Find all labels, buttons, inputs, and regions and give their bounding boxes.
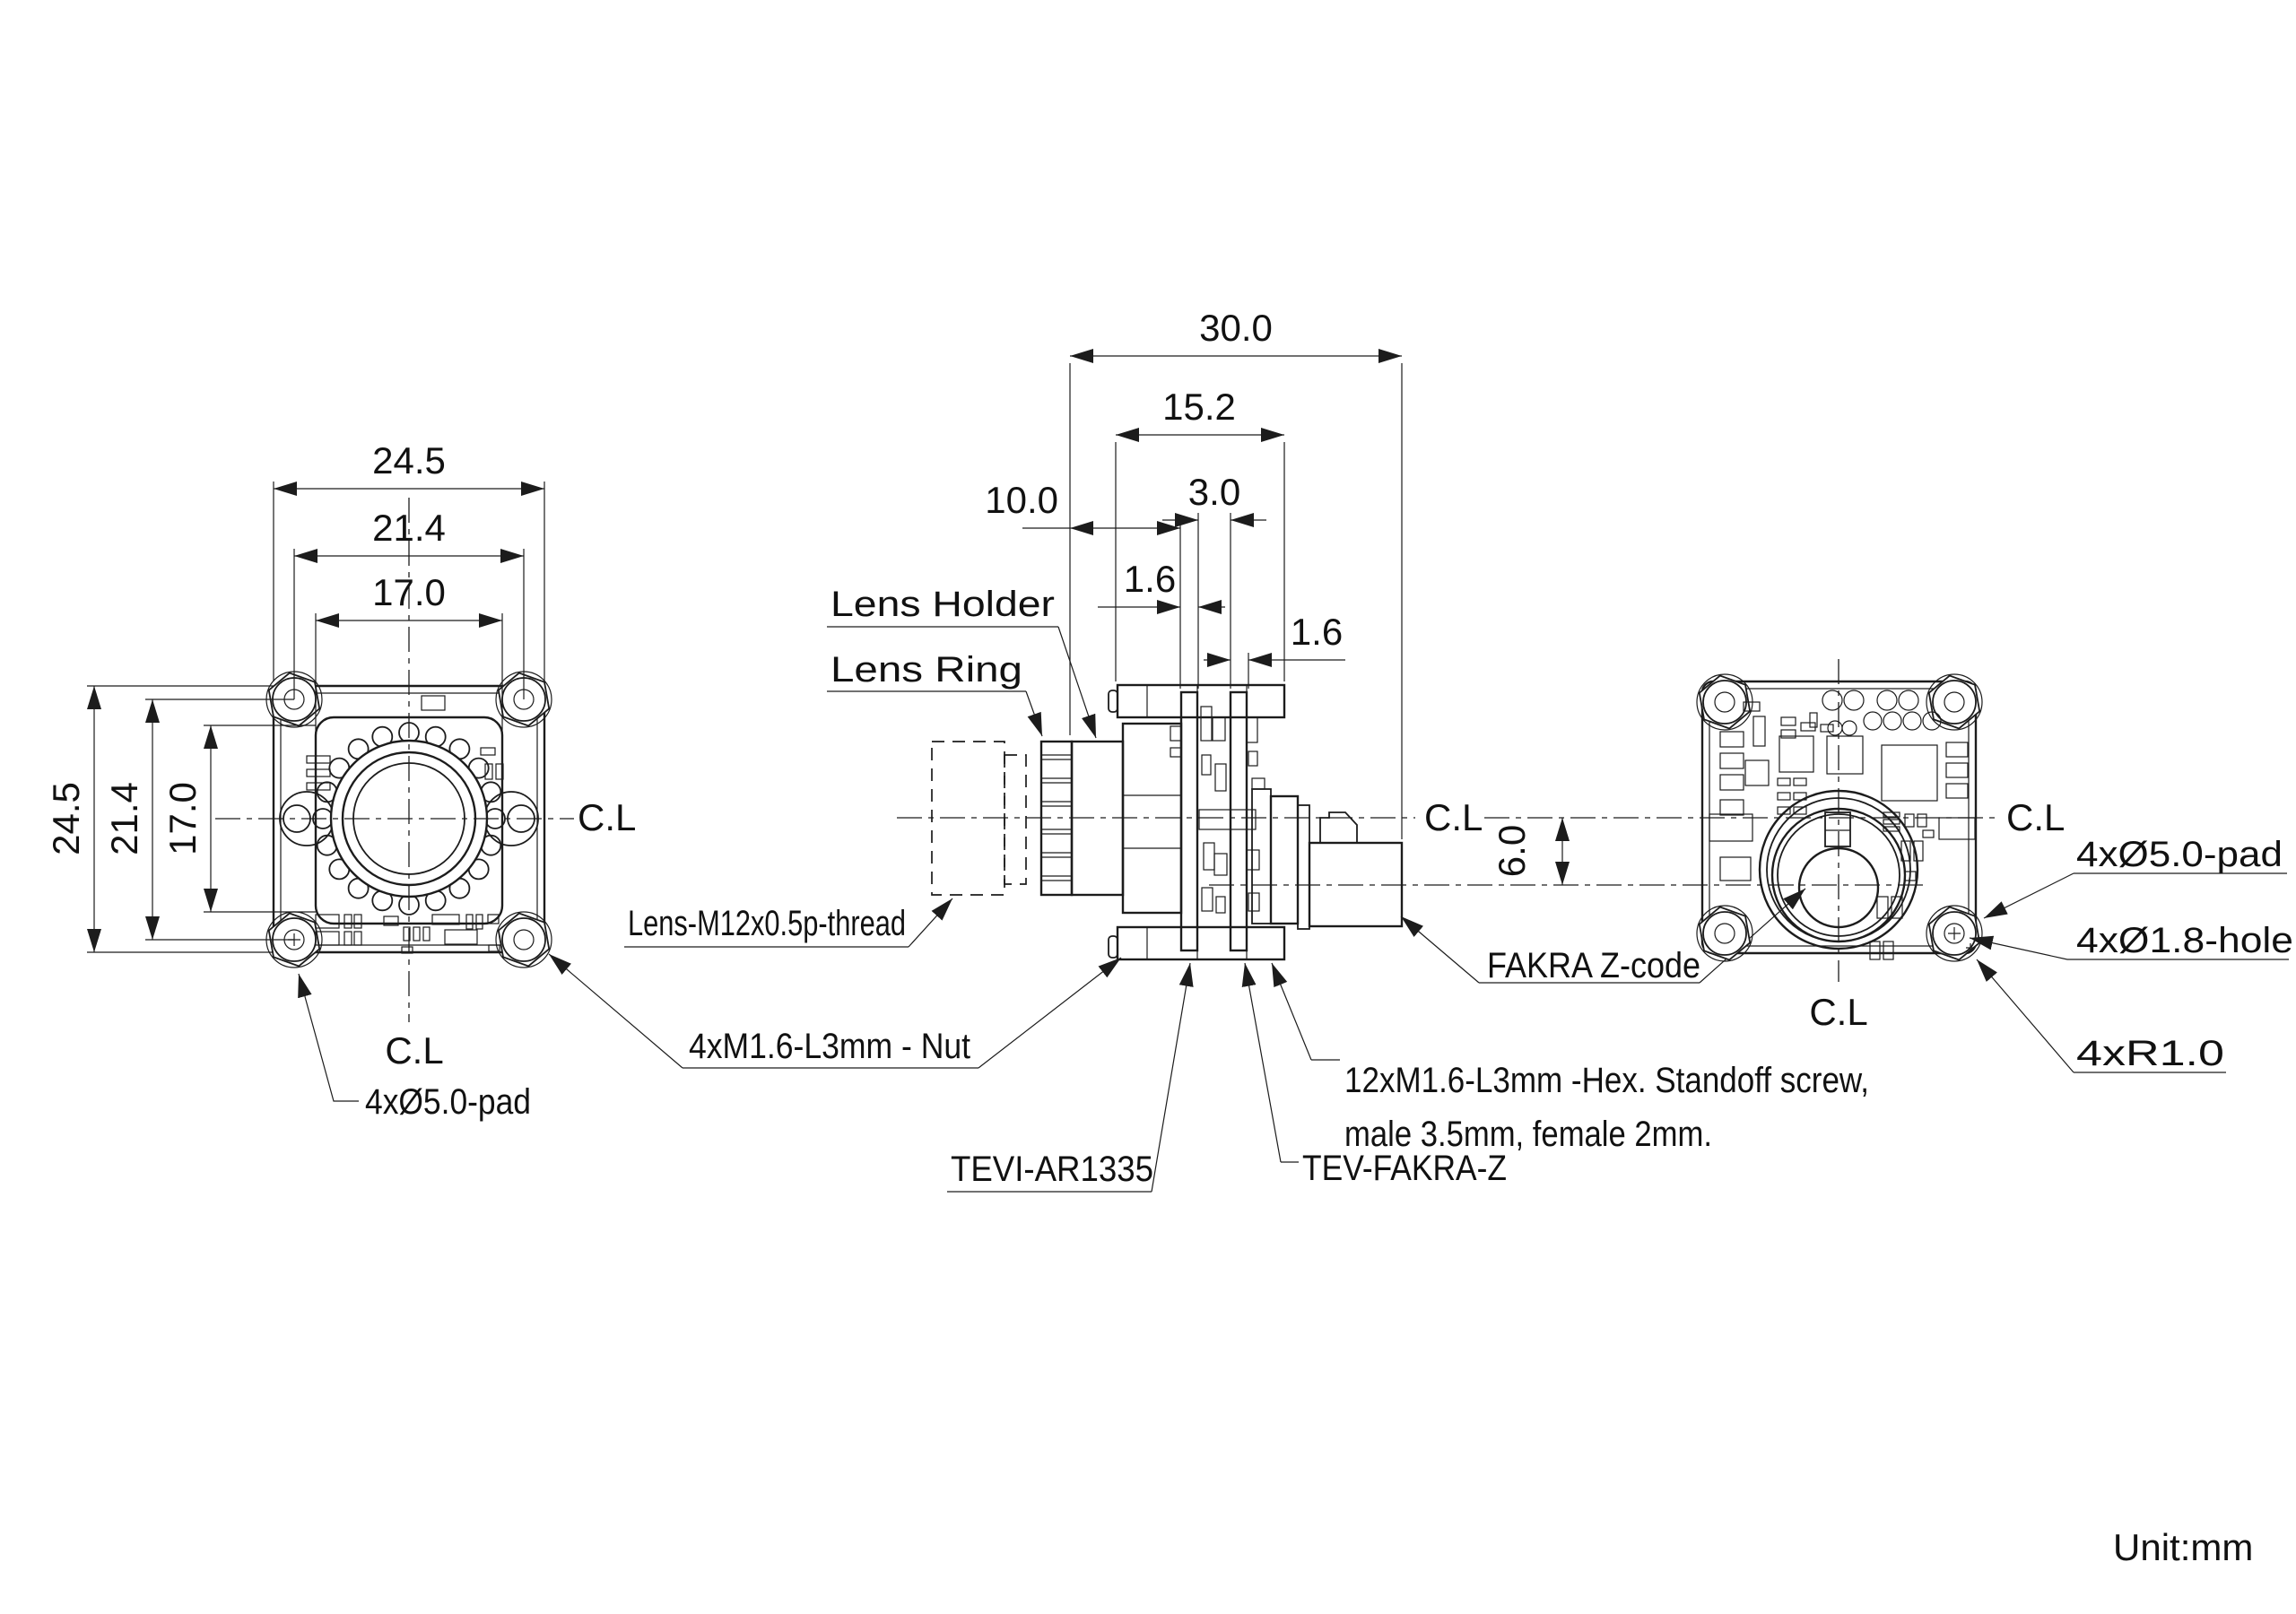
- lens-holder-callout: Lens Holder: [827, 585, 1097, 739]
- lens-ring-label: Lens Ring: [831, 650, 1022, 690]
- front-smd-components: [306, 695, 504, 954]
- side-dim-body-depth: 15.2: [1115, 386, 1285, 681]
- rear-fakra-key-slot: [1824, 811, 1851, 847]
- rear-centerline-label-right: C.L: [2006, 796, 2065, 838]
- sensor-board-label: TEVI-AR1335: [951, 1150, 1153, 1189]
- side-bottom-flange: [1108, 925, 1286, 961]
- side-dim-pcb1-thickness: 1.6: [1098, 558, 1225, 614]
- rear-view: C.L C.L 6.0 4xØ5.0-pad 4xØ1.8-hole 4xR1.…: [1484, 659, 2293, 1073]
- rear-radius-label: 4xR1.0: [2076, 1034, 2224, 1073]
- side-dim-total-depth-value: 30.0: [1199, 307, 1273, 349]
- rear-smd-components: [1709, 690, 1976, 960]
- nut-label: 4xM1.6-L3mm - Nut: [689, 1027, 970, 1066]
- side-centerline-label: C.L: [1424, 796, 1483, 838]
- rear-dim-fakra-offset-value: 6.0: [1491, 825, 1533, 877]
- front-nut-bottom-right: [495, 911, 552, 968]
- front-dim-height-outer-value: 24.5: [45, 782, 87, 855]
- fakra-code-callout: FAKRA Z-code: [1400, 888, 1806, 985]
- rear-centerline-label-bottom: C.L: [1809, 991, 1867, 1033]
- front-dim-width-lens: 17.0: [315, 571, 503, 731]
- lens-ring-callout: Lens Ring: [827, 650, 1043, 737]
- front-centerline-label-bottom: C.L: [385, 1029, 443, 1072]
- side-dim-pcb2-thickness-value: 1.6: [1291, 611, 1343, 653]
- front-pad-label: 4xØ5.0-pad: [365, 1082, 531, 1122]
- fakra-board-label: TEV-FAKRA-Z: [1302, 1149, 1507, 1188]
- fakra-board-callout: TEV-FAKRA-Z: [1241, 962, 1507, 1188]
- side-top-flange: [1108, 683, 1286, 719]
- side-flange-nut-top: [1108, 690, 1118, 713]
- standoff-label-line1: 12xM1.6-L3mm -Hex. Standoff screw,: [1344, 1061, 1869, 1100]
- lens-holder-label: Lens Holder: [831, 585, 1055, 624]
- front-dim-height-lens: 17.0: [161, 725, 316, 913]
- side-dim-pcb2-thickness: 1.6: [1204, 611, 1345, 689]
- side-dim-front-depth: 10.0: [985, 479, 1181, 689]
- lens-thread-callout: Lens-M12x0.5p-thread: [624, 898, 953, 948]
- front-dim-height-nuts: 21.4: [103, 699, 294, 941]
- rear-hole-label: 4xØ1.8-hole: [2076, 921, 2293, 960]
- rear-pad-callout: 4xØ5.0-pad: [1983, 835, 2287, 919]
- front-dim-width-lens-value: 17.0: [372, 571, 446, 613]
- side-dim-body-depth-value: 15.2: [1162, 386, 1236, 428]
- front-dim-width-outer-value: 24.5: [372, 439, 446, 482]
- standoff-label-line2: male 3.5mm, female 2mm.: [1344, 1115, 1712, 1154]
- front-dim-width-nuts-value: 21.4: [372, 507, 446, 549]
- fakra-code-label: FAKRA Z-code: [1487, 946, 1700, 985]
- front-dim-height-nuts-value: 21.4: [103, 782, 145, 855]
- nut-callout: 4xM1.6-L3mm - Nut: [548, 953, 1122, 1069]
- side-dim-pcb1-thickness-value: 1.6: [1124, 558, 1176, 600]
- front-pad-callout: 4xØ5.0-pad: [298, 973, 531, 1122]
- side-fakra-connector: [1251, 777, 1404, 930]
- lens-thread-label: Lens-M12x0.5p-thread: [628, 904, 906, 943]
- side-dim-front-depth-value: 10.0: [985, 479, 1058, 521]
- front-view: C.L C.L 24.5 21.4 17.0 24.5 21.4: [45, 439, 636, 1122]
- standoff-callout: 12xM1.6-L3mm -Hex. Standoff screw, male …: [1271, 962, 1869, 1154]
- side-flange-nut-bottom: [1108, 935, 1118, 959]
- side-fakra-key: [1319, 811, 1358, 843]
- front-dim-width-outer: 24.5: [273, 439, 545, 681]
- front-centerline-label-right: C.L: [578, 796, 636, 838]
- rear-pad-label: 4xØ5.0-pad: [2076, 835, 2283, 874]
- rear-nut-bottom-left: [1696, 905, 1753, 962]
- unit-note: Unit:mm: [2113, 1526, 2253, 1568]
- side-dim-board-gap-value: 3.0: [1188, 471, 1240, 513]
- front-dim-height-outer: 24.5: [45, 685, 274, 953]
- side-view: C.L 30.0 15.2 3.0 10.0 1.6: [548, 307, 1926, 1193]
- rear-dim-fakra-offset: 6.0: [1491, 818, 1570, 885]
- front-dim-width-nuts: 21.4: [293, 507, 525, 699]
- side-standoff-components: [1170, 706, 1260, 914]
- rear-radius-callout: 4xR1.0: [1976, 959, 2226, 1073]
- side-dim-total-depth: 30.0: [1069, 307, 1403, 839]
- rear-nut-top-right: [1926, 673, 1983, 731]
- rear-hole-callout: 4xØ1.8-hole: [1969, 921, 2293, 960]
- side-dim-board-gap: 3.0: [1162, 471, 1266, 689]
- front-dim-height-lens-value: 17.0: [161, 782, 204, 855]
- sensor-board-callout: TEVI-AR1335: [947, 962, 1194, 1193]
- side-fakra-pcb: [1229, 690, 1248, 952]
- side-sensor-pcb: [1179, 690, 1199, 952]
